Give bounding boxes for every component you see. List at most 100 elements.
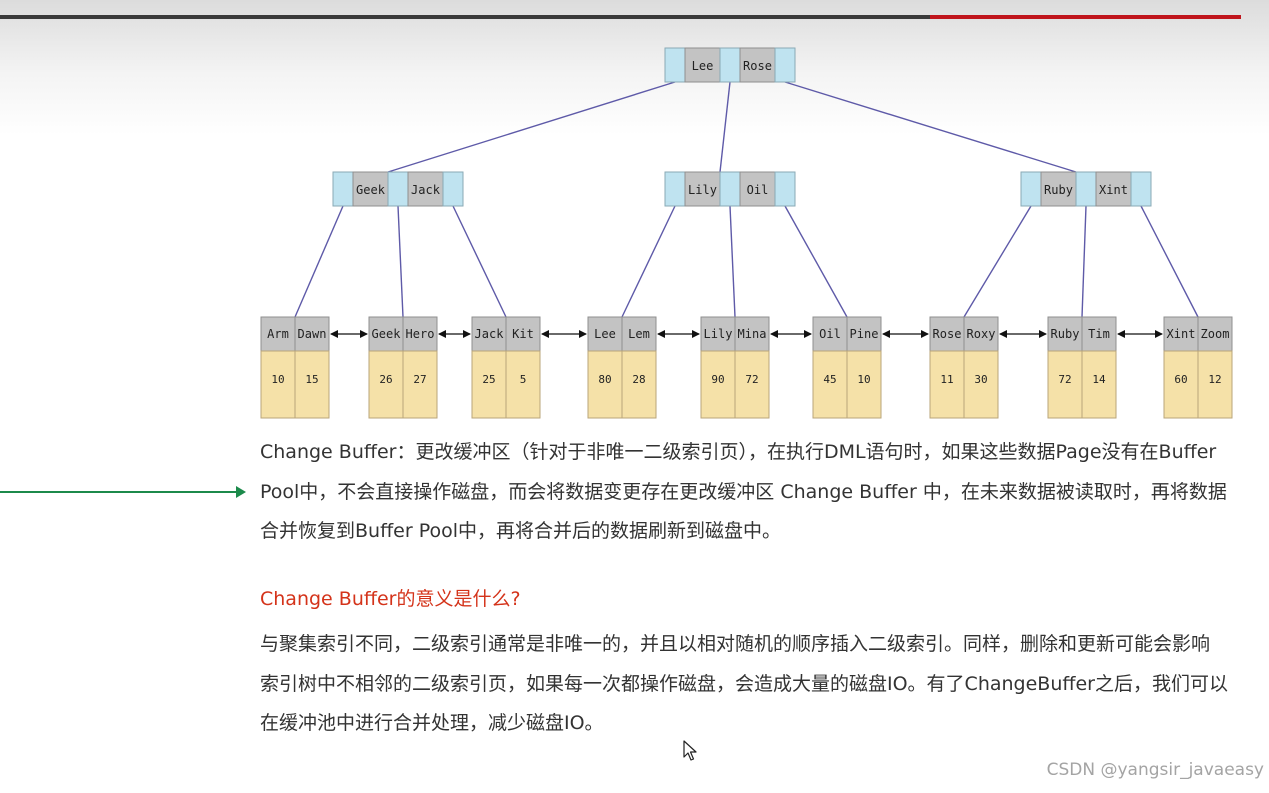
tree-edge [294, 205, 344, 318]
leaf-value: 30 [974, 373, 987, 386]
watermark: CSDN @yangsir_javaeasy [1046, 760, 1264, 780]
leaf-key-cell [1197, 316, 1233, 352]
progress-bar-accent [930, 15, 1241, 19]
leaf-key-cell [260, 316, 296, 352]
leaf-value: 12 [1208, 373, 1221, 386]
pointer-cell [387, 171, 409, 207]
leaf-key: Oil [819, 327, 841, 341]
leaf-value-cell [963, 350, 999, 419]
header-gradient-background [0, 0, 1269, 135]
leaf-value: 45 [823, 373, 836, 386]
tree-edge [452, 205, 507, 318]
leaf-value: 60 [1174, 373, 1187, 386]
node-key: Oil [747, 183, 769, 197]
leaf-value: 80 [598, 373, 611, 386]
leaf-key: Ruby [1051, 327, 1080, 341]
internal-node: Lily Oil [664, 171, 796, 207]
leaf-value: 27 [413, 373, 426, 386]
node-key: Xint [1099, 183, 1128, 197]
pointer-cell [774, 47, 796, 83]
leaf-key: Arm [267, 327, 289, 341]
leaf-key-cell [471, 316, 507, 352]
node-key: Ruby [1044, 183, 1073, 197]
leaf-key: Geek [372, 327, 402, 341]
leaf-value: 14 [1092, 373, 1106, 386]
leaf-value-cell [929, 350, 965, 419]
leaf-value: 5 [520, 373, 527, 386]
leaf-node: Oil 45 Pine 10 [812, 316, 882, 419]
leaf-value-cell [587, 350, 623, 419]
pointer-cell [719, 47, 741, 83]
tree-edge [1081, 205, 1087, 318]
node-key: Rose [743, 59, 772, 73]
pointer-arrow-line [0, 491, 238, 493]
leaf-key: Hero [406, 327, 435, 341]
tree-edge [397, 205, 404, 318]
leaf-value: 90 [711, 373, 724, 386]
leaf-key: Dawn [298, 327, 327, 341]
change-buffer-meaning: 与聚集索引不同，二级索引通常是非唯一的，并且以相对随机的顺序插入二级索引。同样，… [260, 633, 1228, 734]
leaf-value: 10 [271, 373, 284, 386]
leaf-value-cell [402, 350, 438, 419]
leaf-key: Tim [1088, 327, 1110, 341]
node-key: Geek [356, 183, 386, 197]
tree-edge [784, 81, 1077, 173]
key-cell [352, 171, 389, 207]
internal-node: Ruby Xint [1020, 171, 1152, 207]
tree-edge [719, 81, 731, 173]
leaf-key: Rose [933, 327, 962, 341]
leaf-value: 72 [745, 373, 758, 386]
leaf-value: 25 [482, 373, 495, 386]
leaf-key: Xint [1167, 327, 1196, 341]
leaf-value-cell [1081, 350, 1117, 419]
leaf-node: Xint 60 Zoom 12 [1163, 316, 1233, 419]
mouse-cursor-icon [683, 740, 697, 761]
leaf-key-cell [1081, 316, 1117, 352]
leaf-key: Zoom [1201, 327, 1230, 341]
node-key: Lee [692, 59, 714, 73]
tree-edge [784, 205, 848, 318]
pointer-cell [1075, 171, 1097, 207]
leaf-key: Pine [850, 327, 879, 341]
node-key: Jack [411, 183, 441, 197]
leaf-value-cell [734, 350, 770, 419]
leaf-value-cell [812, 350, 848, 419]
leaf-key-cell [1163, 316, 1199, 352]
leaf-value-cell [294, 350, 330, 419]
leaf-value-cell [505, 350, 541, 419]
leaf-value-cell [846, 350, 882, 419]
leaf-node: Arm 10 Dawn 15 [260, 316, 330, 419]
root-node: Lee Rose [664, 47, 796, 83]
leaf-value-cell [1197, 350, 1233, 419]
leaf-value: 15 [305, 373, 318, 386]
node-key: Lily [688, 183, 717, 197]
tree-edge [963, 205, 1032, 318]
leaf-key: Lem [628, 327, 650, 341]
leaf-key: Kit [512, 327, 534, 341]
leaf-key: Jack [475, 327, 505, 341]
leaf-value-cell [471, 350, 507, 419]
pointer-cell [774, 171, 796, 207]
leaf-key: Lily [704, 327, 733, 341]
tree-edges [294, 81, 1199, 318]
pointer-cell [719, 171, 741, 207]
leaf-value-cell [260, 350, 296, 419]
pointer-cell [664, 171, 686, 207]
pointer-cell [332, 171, 354, 207]
leaf-key-cell [402, 316, 438, 352]
tree-edge [729, 205, 736, 318]
key-cell [407, 171, 444, 207]
leaf-value: 26 [379, 373, 392, 386]
leaf-key-cell [700, 316, 736, 352]
pointer-cell [442, 171, 464, 207]
leaf-value: 10 [857, 373, 870, 386]
section-heading: Change Buffer的意义是什么? [260, 588, 521, 610]
leaf-key-cell [963, 316, 999, 352]
pointer-cell [664, 47, 686, 83]
progress-bar-track [0, 15, 930, 19]
